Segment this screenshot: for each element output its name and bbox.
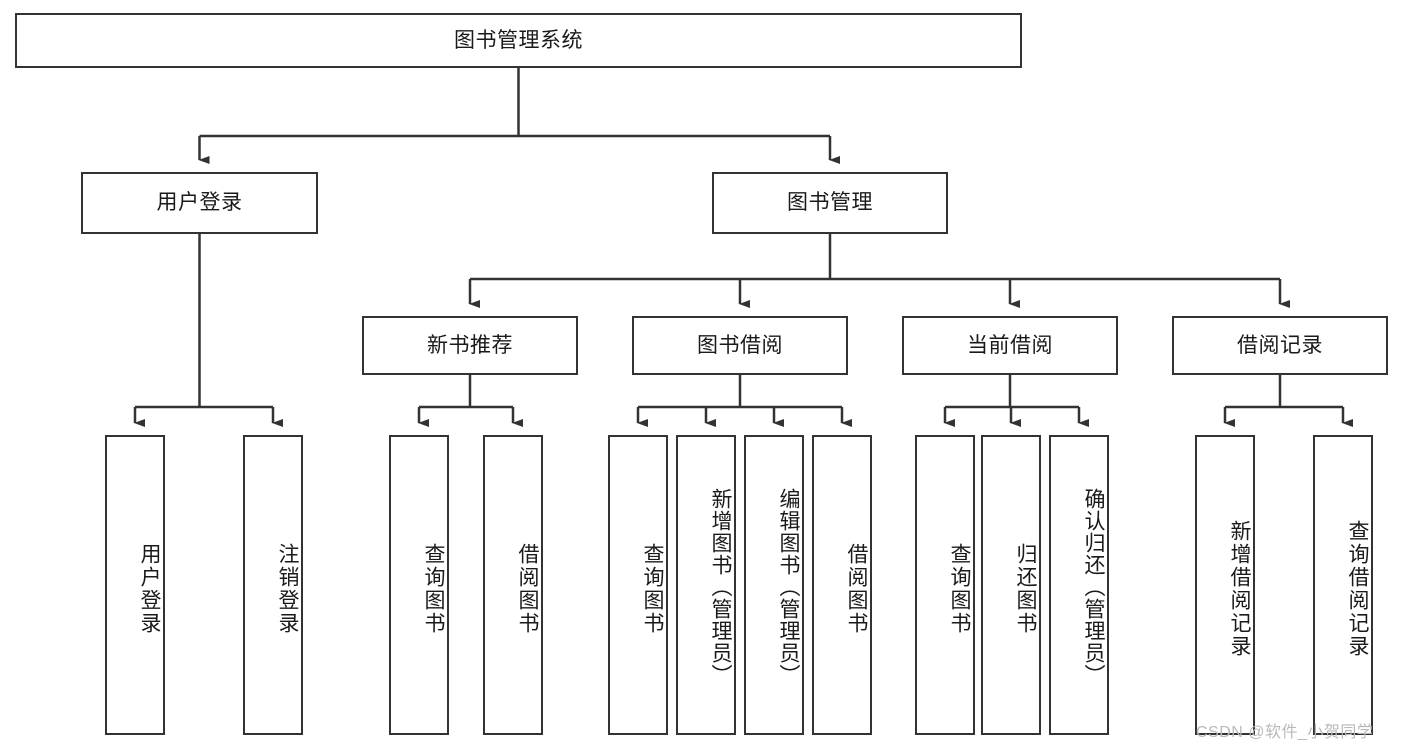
node-leaf-add-record[interactable]: 新增借阅记录 (1195, 435, 1255, 735)
node-label: 查询图书 (641, 543, 664, 635)
node-book-manage[interactable]: 图书管理 (712, 172, 948, 234)
node-borrow-record[interactable]: 借阅记录 (1172, 316, 1388, 375)
node-leaf-logout[interactable]: 注销登录 (243, 435, 303, 735)
node-user-login[interactable]: 用户登录 (81, 172, 318, 234)
node-label: 注销登录 (276, 543, 299, 635)
node-label: 借阅图书 (516, 543, 539, 635)
node-leaf-borrow-book-1[interactable]: 借阅图书 (483, 435, 543, 735)
node-label: 图书管理 (787, 191, 873, 215)
node-label: 用户登录 (138, 543, 161, 635)
node-leaf-return-book[interactable]: 归还图书 (981, 435, 1041, 735)
node-label: 借阅图书 (845, 543, 868, 635)
node-leaf-borrow-book-2[interactable]: 借阅图书 (812, 435, 872, 735)
node-label: 新书推荐 (427, 333, 513, 357)
node-label: 确认归还（管理员） (1082, 488, 1105, 686)
node-label: 图书借阅 (697, 333, 783, 357)
node-label: 借阅记录 (1237, 333, 1323, 357)
node-leaf-user-login[interactable]: 用户登录 (105, 435, 165, 735)
node-label: 图书管理系统 (454, 28, 583, 52)
node-label: 编辑图书（管理员） (777, 488, 800, 686)
node-new-book-recommend[interactable]: 新书推荐 (362, 316, 578, 375)
node-leaf-query-record[interactable]: 查询借阅记录 (1313, 435, 1373, 735)
node-label: 当前借阅 (967, 333, 1053, 357)
node-leaf-query-book-1[interactable]: 查询图书 (389, 435, 449, 735)
node-leaf-confirm-return[interactable]: 确认归还（管理员） (1049, 435, 1109, 735)
node-leaf-add-book[interactable]: 新增图书（管理员） (676, 435, 736, 735)
node-root[interactable]: 图书管理系统 (15, 13, 1022, 68)
node-label: 查询借阅记录 (1346, 520, 1369, 658)
node-book-borrow[interactable]: 图书借阅 (632, 316, 848, 375)
node-label: 新增借阅记录 (1228, 520, 1251, 658)
csdn-watermark: CSDN @软件_小贺同学 (1196, 724, 1374, 741)
node-label: 用户登录 (156, 191, 243, 215)
node-leaf-edit-book[interactable]: 编辑图书（管理员） (744, 435, 804, 735)
node-leaf-query-book-2[interactable]: 查询图书 (608, 435, 668, 735)
node-leaf-query-book-3[interactable]: 查询图书 (915, 435, 975, 735)
node-current-borrow[interactable]: 当前借阅 (902, 316, 1118, 375)
node-label: 新增图书（管理员） (709, 488, 732, 686)
node-label: 归还图书 (1014, 543, 1037, 635)
node-label: 查询图书 (422, 543, 445, 635)
node-label: 查询图书 (948, 543, 971, 635)
